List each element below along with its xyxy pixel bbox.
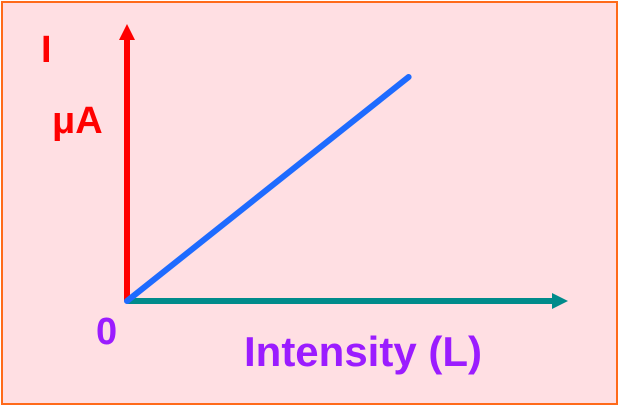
- y-axis-label-symbol: I: [41, 29, 52, 71]
- x-axis-label: Intensity (L): [244, 328, 482, 375]
- y-axis-label-unit: μA: [52, 100, 103, 142]
- origin-label: 0: [96, 311, 117, 353]
- series-line: [124, 74, 412, 304]
- chart-frame: [1, 1, 618, 405]
- y-axis-arrowhead: [119, 24, 135, 40]
- x-axis-arrowhead: [552, 293, 568, 309]
